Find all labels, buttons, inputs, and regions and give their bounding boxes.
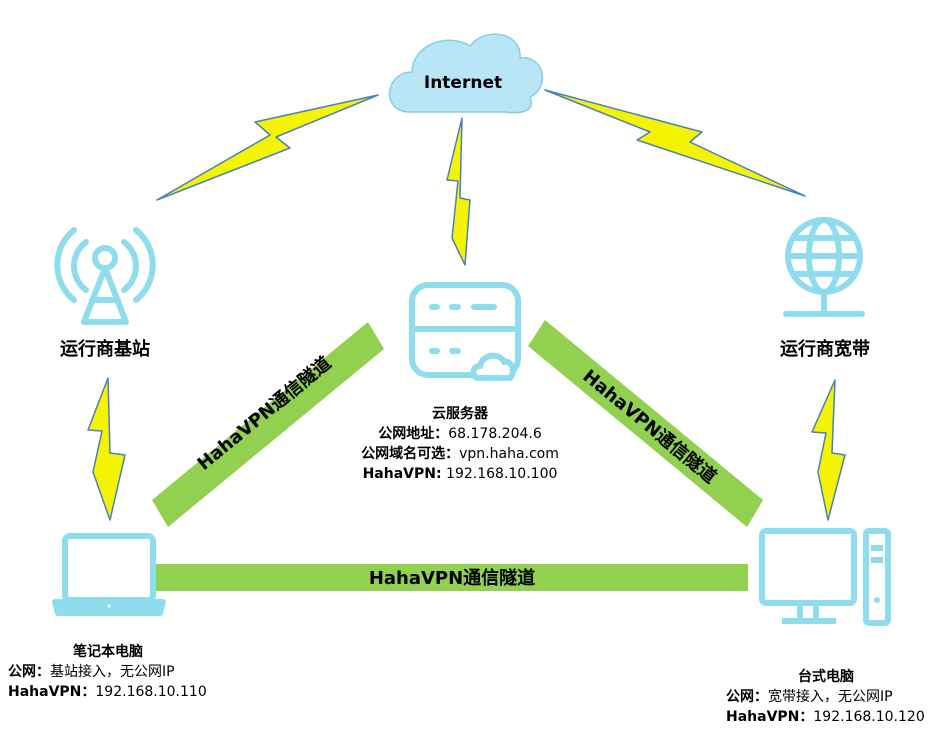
broadband-globe-icon [783,217,865,317]
desktop-vpn-ip: HahaVPN：192.168.10.120 [726,709,925,725]
lightning-bolt-internet-to-broadband-icon [544,89,806,197]
cloud-server-title: 云服务器 [432,406,488,422]
internet-label: Internet [423,73,503,93]
laptop-public: 公网：基站接入，无公网IP [8,664,175,680]
cloud-server-public-ip: 公网地址：68.178.204.6 [378,426,542,442]
cloud-server-icon [409,282,521,381]
laptop-vpn-ip: HahaVPN：192.168.10.110 [8,684,207,700]
cloud-server-info: 云服务器 公网地址：68.178.204.6 公网域名可选：vpn.haha.c… [330,404,590,484]
tunnel-right-label: HahaVPN通信隧道 [579,365,721,488]
lightning-bolt-broadband-to-desktop-icon [811,379,846,521]
internet-cloud-icon [388,33,544,114]
cloud-server-domain: 公网域名可选：vpn.haha.com [361,446,559,462]
tunnel-bottom: HahaVPN通信隧道 [155,564,748,591]
desktop-info: 台式电脑 公网：宽带接入，无公网IP HahaVPN：192.168.10.12… [726,667,926,727]
lightning-bolt-internet-to-server-icon [446,117,471,266]
lightning-bolt-base-to-laptop-icon [87,377,126,521]
laptop-info: 笔记本电脑 公网：基站接入，无公网IP HahaVPN：192.168.10.1… [8,642,208,702]
laptop-icon [52,533,166,616]
broadband-label: 运行商宽带 [780,339,870,360]
laptop-title: 笔记本电脑 [73,644,143,660]
base-station-label: 运行商基站 [60,339,150,360]
cloud-server-vpn-ip: HahaVPN: 192.168.10.100 [362,466,558,482]
tunnel-bottom-label: HahaVPN通信隧道 [369,567,535,589]
desktop-title: 台式电脑 [798,669,854,685]
tunnel-left-label: HahaVPN通信隧道 [193,352,335,475]
desktop-public: 公网：宽带接入，无公网IP [726,689,893,705]
base-station-tower-icon [54,227,156,325]
lightning-bolt-internet-to-base-icon [156,94,379,201]
desktop-computer-icon [759,528,891,626]
